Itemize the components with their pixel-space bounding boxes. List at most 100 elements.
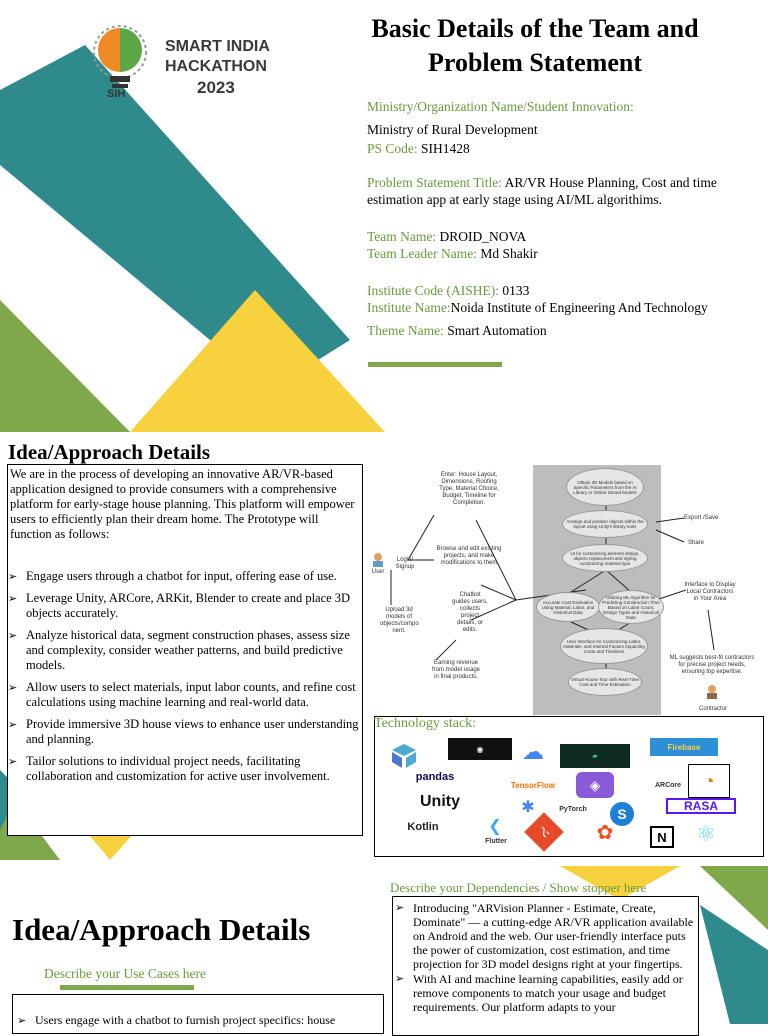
flutter-icon: ❮: [488, 818, 502, 835]
tech-stack-label: Technology stack:: [374, 716, 477, 731]
logo-line2: HACKATHON: [165, 58, 267, 75]
ps-title-label: Problem Statement Title:: [367, 175, 503, 190]
idea-box: We are in the process of developing an i…: [7, 464, 363, 836]
arrow-bullet-icon: ➢: [8, 570, 18, 583]
idea-intro: We are in the process of developing an i…: [10, 467, 355, 541]
list-item: ➢Provide immersive 3D house views to enh…: [8, 717, 359, 746]
arrow-bullet-icon: ➢: [8, 629, 18, 642]
flow-chatbot: Chatbot guides users, collects project d…: [452, 592, 488, 633]
ps-code-label: PS Code:: [367, 141, 418, 156]
flow-user: User: [371, 569, 385, 575]
arrow-bullet-icon: ➢: [8, 681, 18, 694]
google-cloud-icon: ☁: [522, 739, 544, 764]
dependencies-box: ➢Introducing "ARVision Planner - Estimat…: [392, 896, 699, 1036]
ministry-label: Ministry/Organization Name/Student Innov…: [367, 99, 634, 114]
theme-label: Theme Name:: [367, 323, 444, 338]
logo-line3: 2023: [197, 78, 235, 97]
arcore-logo: ARCore: [654, 781, 682, 789]
blender-dark-icon: ▰: [560, 744, 630, 768]
bottom-heading: Idea/Approach Details: [12, 912, 311, 947]
page-title: Basic Details of the Team and Problem St…: [340, 12, 730, 80]
team-name-row: Team Name: DROID_NOVA: [367, 228, 757, 245]
react-icon: ⚛: [696, 821, 716, 846]
sih-logo: SIH SMART INDIA HACKATHON 2023: [85, 20, 285, 105]
list-item: ➢Allow users to select materials, input …: [8, 680, 356, 709]
team-name-label: Team Name:: [367, 229, 437, 244]
institute-name-row: Institute Name:Noida Institute of Engine…: [367, 299, 757, 316]
unity-logo: Unity: [420, 793, 460, 810]
flow-diagram: User Login/ Signup Enter: House Layout, …: [366, 460, 762, 720]
notion-icon: N: [650, 826, 674, 848]
team-name-value: DROID_NOVA: [439, 229, 527, 244]
pytorch-logo: PyTorch: [559, 805, 587, 813]
flow-oval-4: Accurate Cost Estimation Using Material,…: [536, 592, 600, 622]
ps-code-value: SIH1428: [421, 141, 470, 156]
logo-line1: SMART INDIA: [165, 38, 270, 55]
flow-interface: Interface to Display Local Contractors i…: [684, 582, 736, 602]
flow-ml: ML suggests best-fit contractors for pre…: [669, 655, 755, 675]
list-item: ➢Analyze historical data, segment constr…: [8, 628, 350, 672]
atom-sdk-icon: ✱: [521, 799, 535, 816]
blender-logo-icon: ◔: [688, 764, 730, 798]
flow-earning: Earning revenue from model usage in fina…: [431, 660, 481, 680]
idea-bullet-list: ➢Engage users through a chatbot for inpu…: [8, 569, 362, 784]
arrow-bullet-icon: ➢: [395, 972, 405, 985]
firebase-logo-icon: Firebase: [650, 738, 718, 756]
team-details: Ministry/Organization Name/Student Innov…: [367, 98, 757, 339]
flow-contractor: Contractor: [698, 706, 727, 712]
list-item: ➢With AI and machine learning capabiliti…: [395, 972, 683, 1014]
theme-row: Theme Name: Smart Automation: [367, 322, 757, 339]
list-item: ➢Tailor solutions to individual project …: [8, 754, 330, 783]
flutter-logo: Flutter: [485, 837, 507, 845]
institute-code-value: 0133: [502, 283, 530, 298]
kotlin-logo: Kotlin: [407, 821, 439, 833]
flow-upload: Upload 3d models of objects/compo nent.: [380, 607, 419, 634]
arrow-bullet-icon: ➢: [8, 755, 18, 768]
flow-oval-1: Obtain 3D Models based on Specific Param…: [566, 468, 644, 506]
list-item: ➢Users engage with a chatbot to furnish …: [17, 1013, 336, 1027]
use-cases-label: Describe your Use Cases here: [44, 966, 206, 981]
arrow-bullet-icon: ➢: [395, 901, 405, 914]
flow-browse: Browse and edit existing projects, and m…: [436, 546, 502, 566]
flow-export: Export /Save: [684, 515, 719, 521]
figma-icon: ✿: [596, 821, 614, 844]
list-item: ➢Leverage Unity, ARCore, ARKit, Blender …: [8, 591, 351, 620]
team-leader-label: Team Leader Name:: [367, 246, 477, 261]
bulb-brain-icon: [93, 25, 147, 88]
flow-oval-2: Arrange and position objects within the …: [562, 510, 648, 538]
dependencies-label: Describe your Dependencies / Show stoppe…: [390, 880, 647, 895]
theme-value: Smart Automation: [447, 323, 547, 338]
arrow-bullet-icon: ➢: [8, 718, 18, 731]
ps-code-row: PS Code: SIH1428: [367, 140, 757, 157]
flow-enter: Enter: House Layout, Dimensions, Roofing…: [439, 472, 499, 506]
flow-oval-6: User Interface for Customizing Labor, Ma…: [560, 628, 648, 664]
team-leader-row: Team Leader Name: Md Shakir: [367, 245, 757, 262]
use-case-list: ➢Users engage with a chatbot to furnish …: [17, 1013, 379, 1028]
institute-name-label: Institute Name:: [367, 300, 451, 315]
ministry-value: Ministry of Rural Development: [367, 122, 538, 137]
flow-oval-3: UI for customizing element design, objec…: [562, 544, 648, 572]
institute-code-row: Institute Code (AISHE): 0133: [367, 282, 757, 299]
institute-name-value: Noida Institute of Engineering And Techn…: [450, 300, 708, 315]
rasa-logo: RASA: [666, 798, 736, 814]
numpy-icon: [392, 744, 416, 768]
arrow-bullet-icon: ➢: [17, 1014, 27, 1027]
ps-title-row: Problem Statement Title: AR/VR House Pla…: [367, 174, 757, 208]
stack-gradient-icon: ◈: [576, 772, 614, 798]
ps-title-value: AR/VR House Planning, Cost and time esti…: [367, 175, 717, 207]
tensorflow-logo: TensorFlow: [510, 780, 556, 790]
title-line2: Problem Statement: [428, 48, 642, 77]
sih-badge: SIH: [107, 88, 126, 100]
flow-oval-7: Virtual House Tour with Real-Time Cost a…: [568, 668, 642, 696]
dependencies-list: ➢Introducing "ARVision Planner - Estimat…: [395, 901, 696, 1014]
arrow-bullet-icon: ➢: [8, 592, 18, 605]
list-item: ➢Introducing "ARVision Planner - Estimat…: [395, 901, 694, 971]
pandas-logo: pandas: [415, 771, 455, 783]
use-cases-box: ➢Users engage with a chatbot to furnish …: [12, 994, 384, 1034]
stripe-s-icon: S: [610, 802, 634, 826]
unreal-logo-icon: ◉: [448, 738, 512, 760]
flow-login: Login/ Signup: [395, 557, 415, 570]
idea-heading: Idea/Approach Details: [8, 440, 211, 464]
institute-code-label: Institute Code (AISHE):: [367, 283, 499, 298]
flow-oval-5: Utilizing ML Algorithm for Predicting Co…: [598, 590, 664, 624]
